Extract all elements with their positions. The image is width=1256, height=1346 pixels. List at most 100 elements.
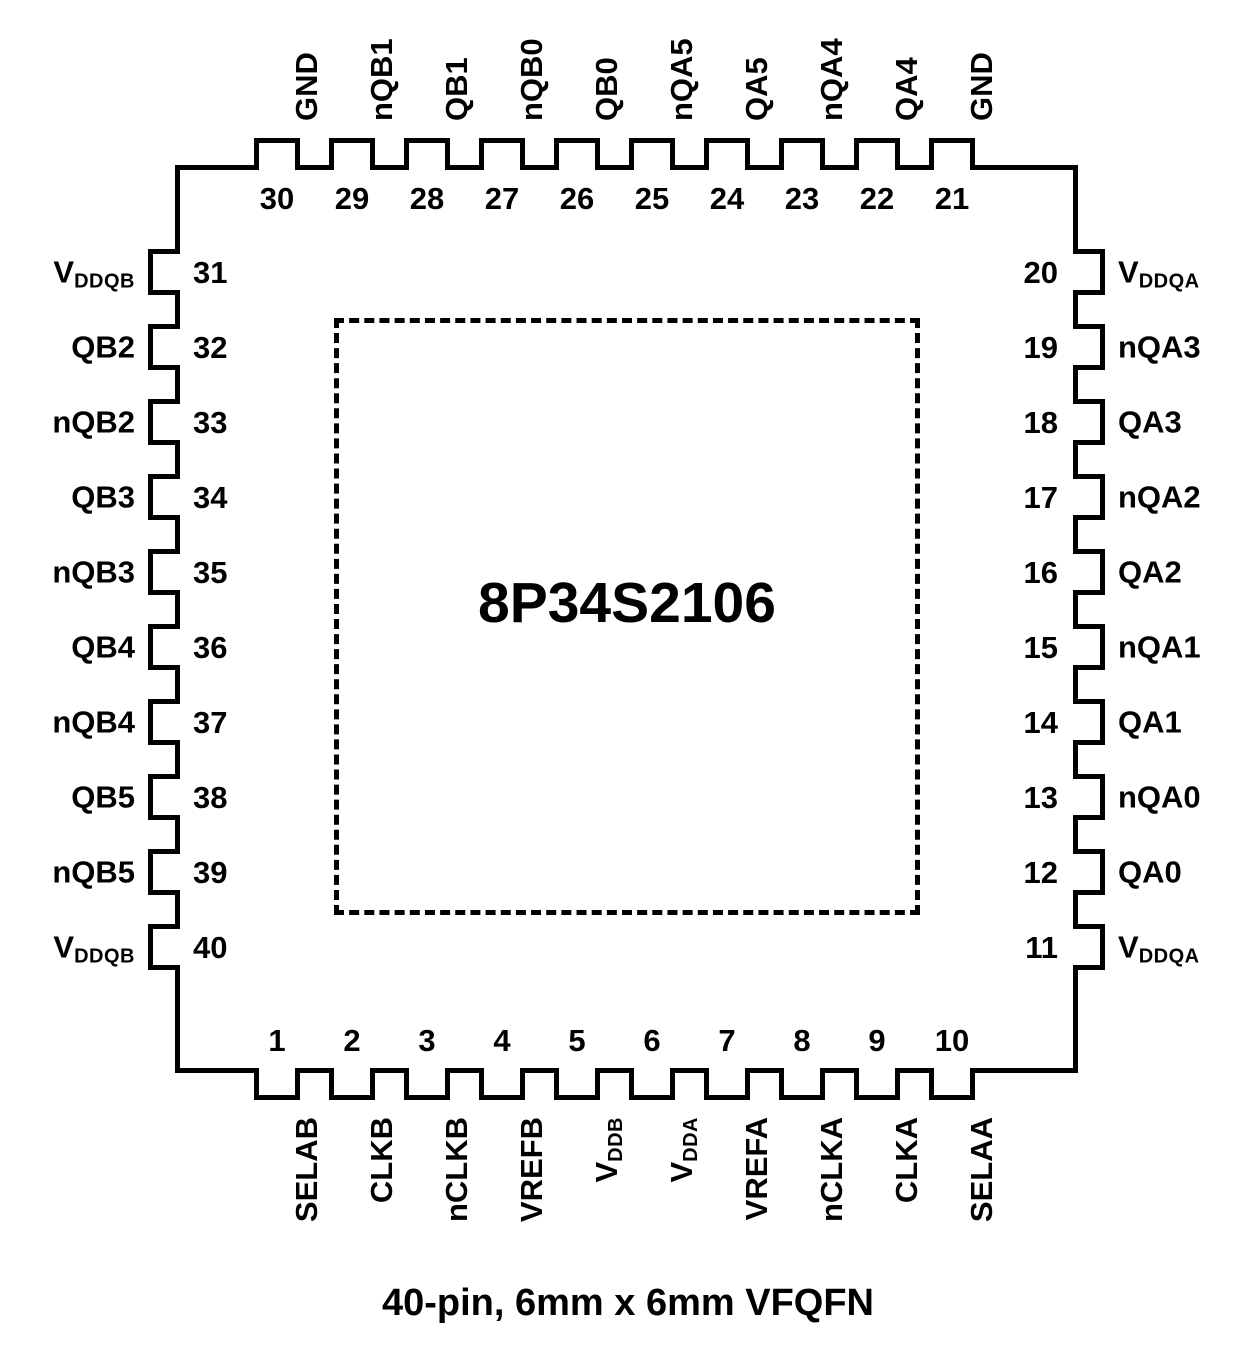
pin-label-13: nQA0 xyxy=(1118,779,1201,815)
pin-number-24: 24 xyxy=(709,181,745,216)
pin-pad-38 xyxy=(148,774,180,820)
pin-pad-39 xyxy=(148,849,180,895)
pin-label-30: GND xyxy=(289,52,324,121)
pin-pad-21 xyxy=(929,138,975,170)
pin-number-26: 26 xyxy=(559,181,595,216)
pin-label-11: VDDQA xyxy=(1118,929,1200,968)
pin-label-37: nQB4 xyxy=(52,704,135,740)
pin-label-27: nQB0 xyxy=(514,38,549,121)
pin-number-30: 30 xyxy=(259,181,295,216)
pin-number-40: 40 xyxy=(193,930,228,965)
pin-number-33: 33 xyxy=(193,405,228,440)
pin-number-25: 25 xyxy=(634,181,670,216)
pin-pad-24 xyxy=(704,138,750,170)
pin-label-40: VDDQB xyxy=(53,929,135,968)
pin-pad-30 xyxy=(254,138,300,170)
pin-pad-33 xyxy=(148,399,180,445)
pin-label-2: CLKB xyxy=(364,1117,399,1204)
pin-label-24: QA5 xyxy=(739,57,774,121)
pin-label-34: QB3 xyxy=(71,479,135,515)
pin-pad-29 xyxy=(329,138,375,170)
pin-number-34: 34 xyxy=(193,480,228,515)
pin-number-15: 15 xyxy=(1023,630,1058,665)
pin-pad-28 xyxy=(404,138,450,170)
pin-number-14: 14 xyxy=(1023,705,1058,740)
pin-pad-1 xyxy=(254,1068,300,1100)
pin-pad-32 xyxy=(148,324,180,370)
pin-pad-31 xyxy=(148,249,180,295)
pin-label-26: QB0 xyxy=(589,57,624,121)
pin-pad-11 xyxy=(1073,924,1105,970)
pin-pad-12 xyxy=(1073,849,1105,895)
pin-label-20: VDDQA xyxy=(1118,254,1200,293)
pin-label-14: QA1 xyxy=(1118,704,1182,740)
pin-label-18: QA3 xyxy=(1118,404,1182,440)
pin-pad-8 xyxy=(779,1068,825,1100)
pin-number-32: 32 xyxy=(193,330,228,365)
pin-label-39: nQB5 xyxy=(52,854,135,890)
pin-number-13: 13 xyxy=(1023,780,1058,815)
pin-number-9: 9 xyxy=(868,1023,886,1058)
pin-label-12: QA0 xyxy=(1118,854,1182,890)
pin-label-5: VDDB xyxy=(589,1117,627,1183)
pin-pad-20 xyxy=(1073,249,1105,295)
pin-label-8: nCLKA xyxy=(814,1117,849,1223)
pin-label-1: SELAB xyxy=(289,1117,324,1223)
pin-label-10: SELAA xyxy=(964,1117,999,1223)
pin-label-21: GND xyxy=(964,52,999,121)
package-body-outline xyxy=(175,165,1078,1073)
package-caption: 40-pin, 6mm x 6mm VFQFN xyxy=(381,1282,874,1324)
pin-pad-19 xyxy=(1073,324,1105,370)
pin-number-21: 21 xyxy=(934,181,970,216)
pin-pad-26 xyxy=(554,138,600,170)
pin-number-36: 36 xyxy=(193,630,228,665)
pin-number-19: 19 xyxy=(1023,330,1058,365)
pin-number-7: 7 xyxy=(718,1023,736,1058)
pin-number-17: 17 xyxy=(1023,480,1058,515)
pin-number-3: 3 xyxy=(418,1023,436,1058)
pin-label-22: QA4 xyxy=(889,57,924,121)
pin-number-18: 18 xyxy=(1023,405,1058,440)
pin-label-19: nQA3 xyxy=(1118,329,1201,365)
pin-number-29: 29 xyxy=(334,181,370,216)
pin-label-6: VDDA xyxy=(664,1117,702,1183)
pin-number-23: 23 xyxy=(784,181,820,216)
pin-pad-17 xyxy=(1073,474,1105,520)
pin-label-31: VDDQB xyxy=(53,254,135,293)
pin-label-33: nQB2 xyxy=(52,404,135,440)
pin-pad-18 xyxy=(1073,399,1105,445)
pin-pad-5 xyxy=(554,1068,600,1100)
pin-label-9: CLKA xyxy=(889,1117,924,1204)
pin-label-29: nQB1 xyxy=(364,38,399,121)
pin-number-20: 20 xyxy=(1023,255,1058,290)
pin-pad-10 xyxy=(929,1068,975,1100)
pin-number-28: 28 xyxy=(409,181,445,216)
pin-pad-35 xyxy=(148,549,180,595)
pin-pad-25 xyxy=(629,138,675,170)
pin-pad-6 xyxy=(629,1068,675,1100)
pin-label-7: VREFA xyxy=(739,1117,774,1221)
pin-number-35: 35 xyxy=(193,555,228,590)
pin-number-37: 37 xyxy=(193,705,228,740)
pin-pad-14 xyxy=(1073,699,1105,745)
pin-pad-23 xyxy=(779,138,825,170)
pin-pad-9 xyxy=(854,1068,900,1100)
pin-label-3: nCLKB xyxy=(439,1117,474,1223)
pin-number-12: 12 xyxy=(1023,855,1058,890)
pin-label-17: nQA2 xyxy=(1118,479,1201,515)
pin-number-11: 11 xyxy=(1025,930,1058,965)
pin-number-6: 6 xyxy=(643,1023,661,1058)
pin-pad-27 xyxy=(479,138,525,170)
pin-number-10: 10 xyxy=(934,1023,970,1058)
pin-label-4: VREFB xyxy=(514,1117,549,1223)
pin-pad-40 xyxy=(148,924,180,970)
pin-label-36: QB4 xyxy=(71,629,135,665)
pin-pad-7 xyxy=(704,1068,750,1100)
pin-label-35: nQB3 xyxy=(52,554,135,590)
pin-pad-16 xyxy=(1073,549,1105,595)
pin-number-1: 1 xyxy=(268,1023,286,1058)
pin-label-38: QB5 xyxy=(71,779,135,815)
pin-number-5: 5 xyxy=(568,1023,586,1058)
pin-number-2: 2 xyxy=(343,1023,361,1058)
pin-pad-22 xyxy=(854,138,900,170)
